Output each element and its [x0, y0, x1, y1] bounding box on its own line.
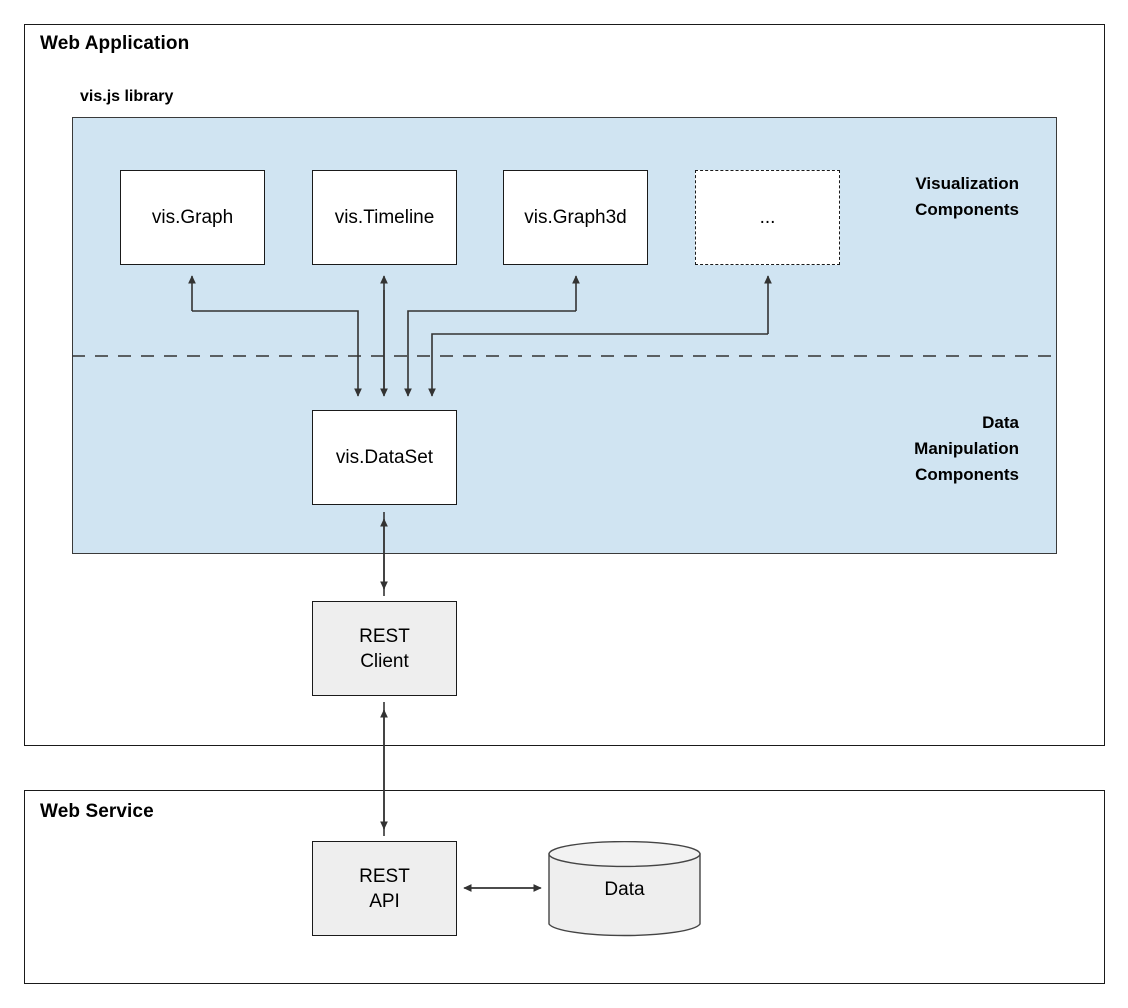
data-manipulation-label-line-1: Data — [982, 413, 1019, 432]
web-application-title: Web Application — [40, 33, 190, 54]
rest-client-label-line-1: REST — [359, 625, 410, 647]
rest-api-label-line-2: API — [369, 890, 400, 912]
node-vis-graph[interactable]: vis.Graph — [120, 170, 265, 265]
cylinder-shape — [548, 840, 701, 937]
node-vis-dataset[interactable]: vis.DataSet — [312, 410, 457, 505]
node-vis-timeline[interactable]: vis.Timeline — [312, 170, 457, 265]
rest-api-label-line-1: REST — [359, 865, 410, 887]
node-database-data[interactable]: Data — [548, 840, 701, 937]
database-label: Data — [604, 879, 645, 900]
node-rest-api[interactable]: REST API — [312, 841, 457, 936]
data-manipulation-label-line-2: Manipulation — [914, 439, 1019, 458]
data-manipulation-components-label: Data Manipulation Components — [757, 410, 1019, 488]
visualization-components-label-line-1: Visualization — [915, 174, 1019, 193]
visualization-components-label: Visualization Components — [757, 171, 1019, 223]
vis-js-library-title: vis.js library — [80, 88, 174, 105]
web-service-title: Web Service — [40, 801, 154, 822]
data-manipulation-label-line-3: Components — [915, 465, 1019, 484]
node-rest-client[interactable]: REST Client — [312, 601, 457, 696]
node-vis-graph3d[interactable]: vis.Graph3d — [503, 170, 648, 265]
visualization-components-label-line-2: Components — [915, 200, 1019, 219]
rest-client-label-line-2: Client — [360, 650, 409, 672]
node-more-components[interactable]: ... — [695, 170, 840, 265]
